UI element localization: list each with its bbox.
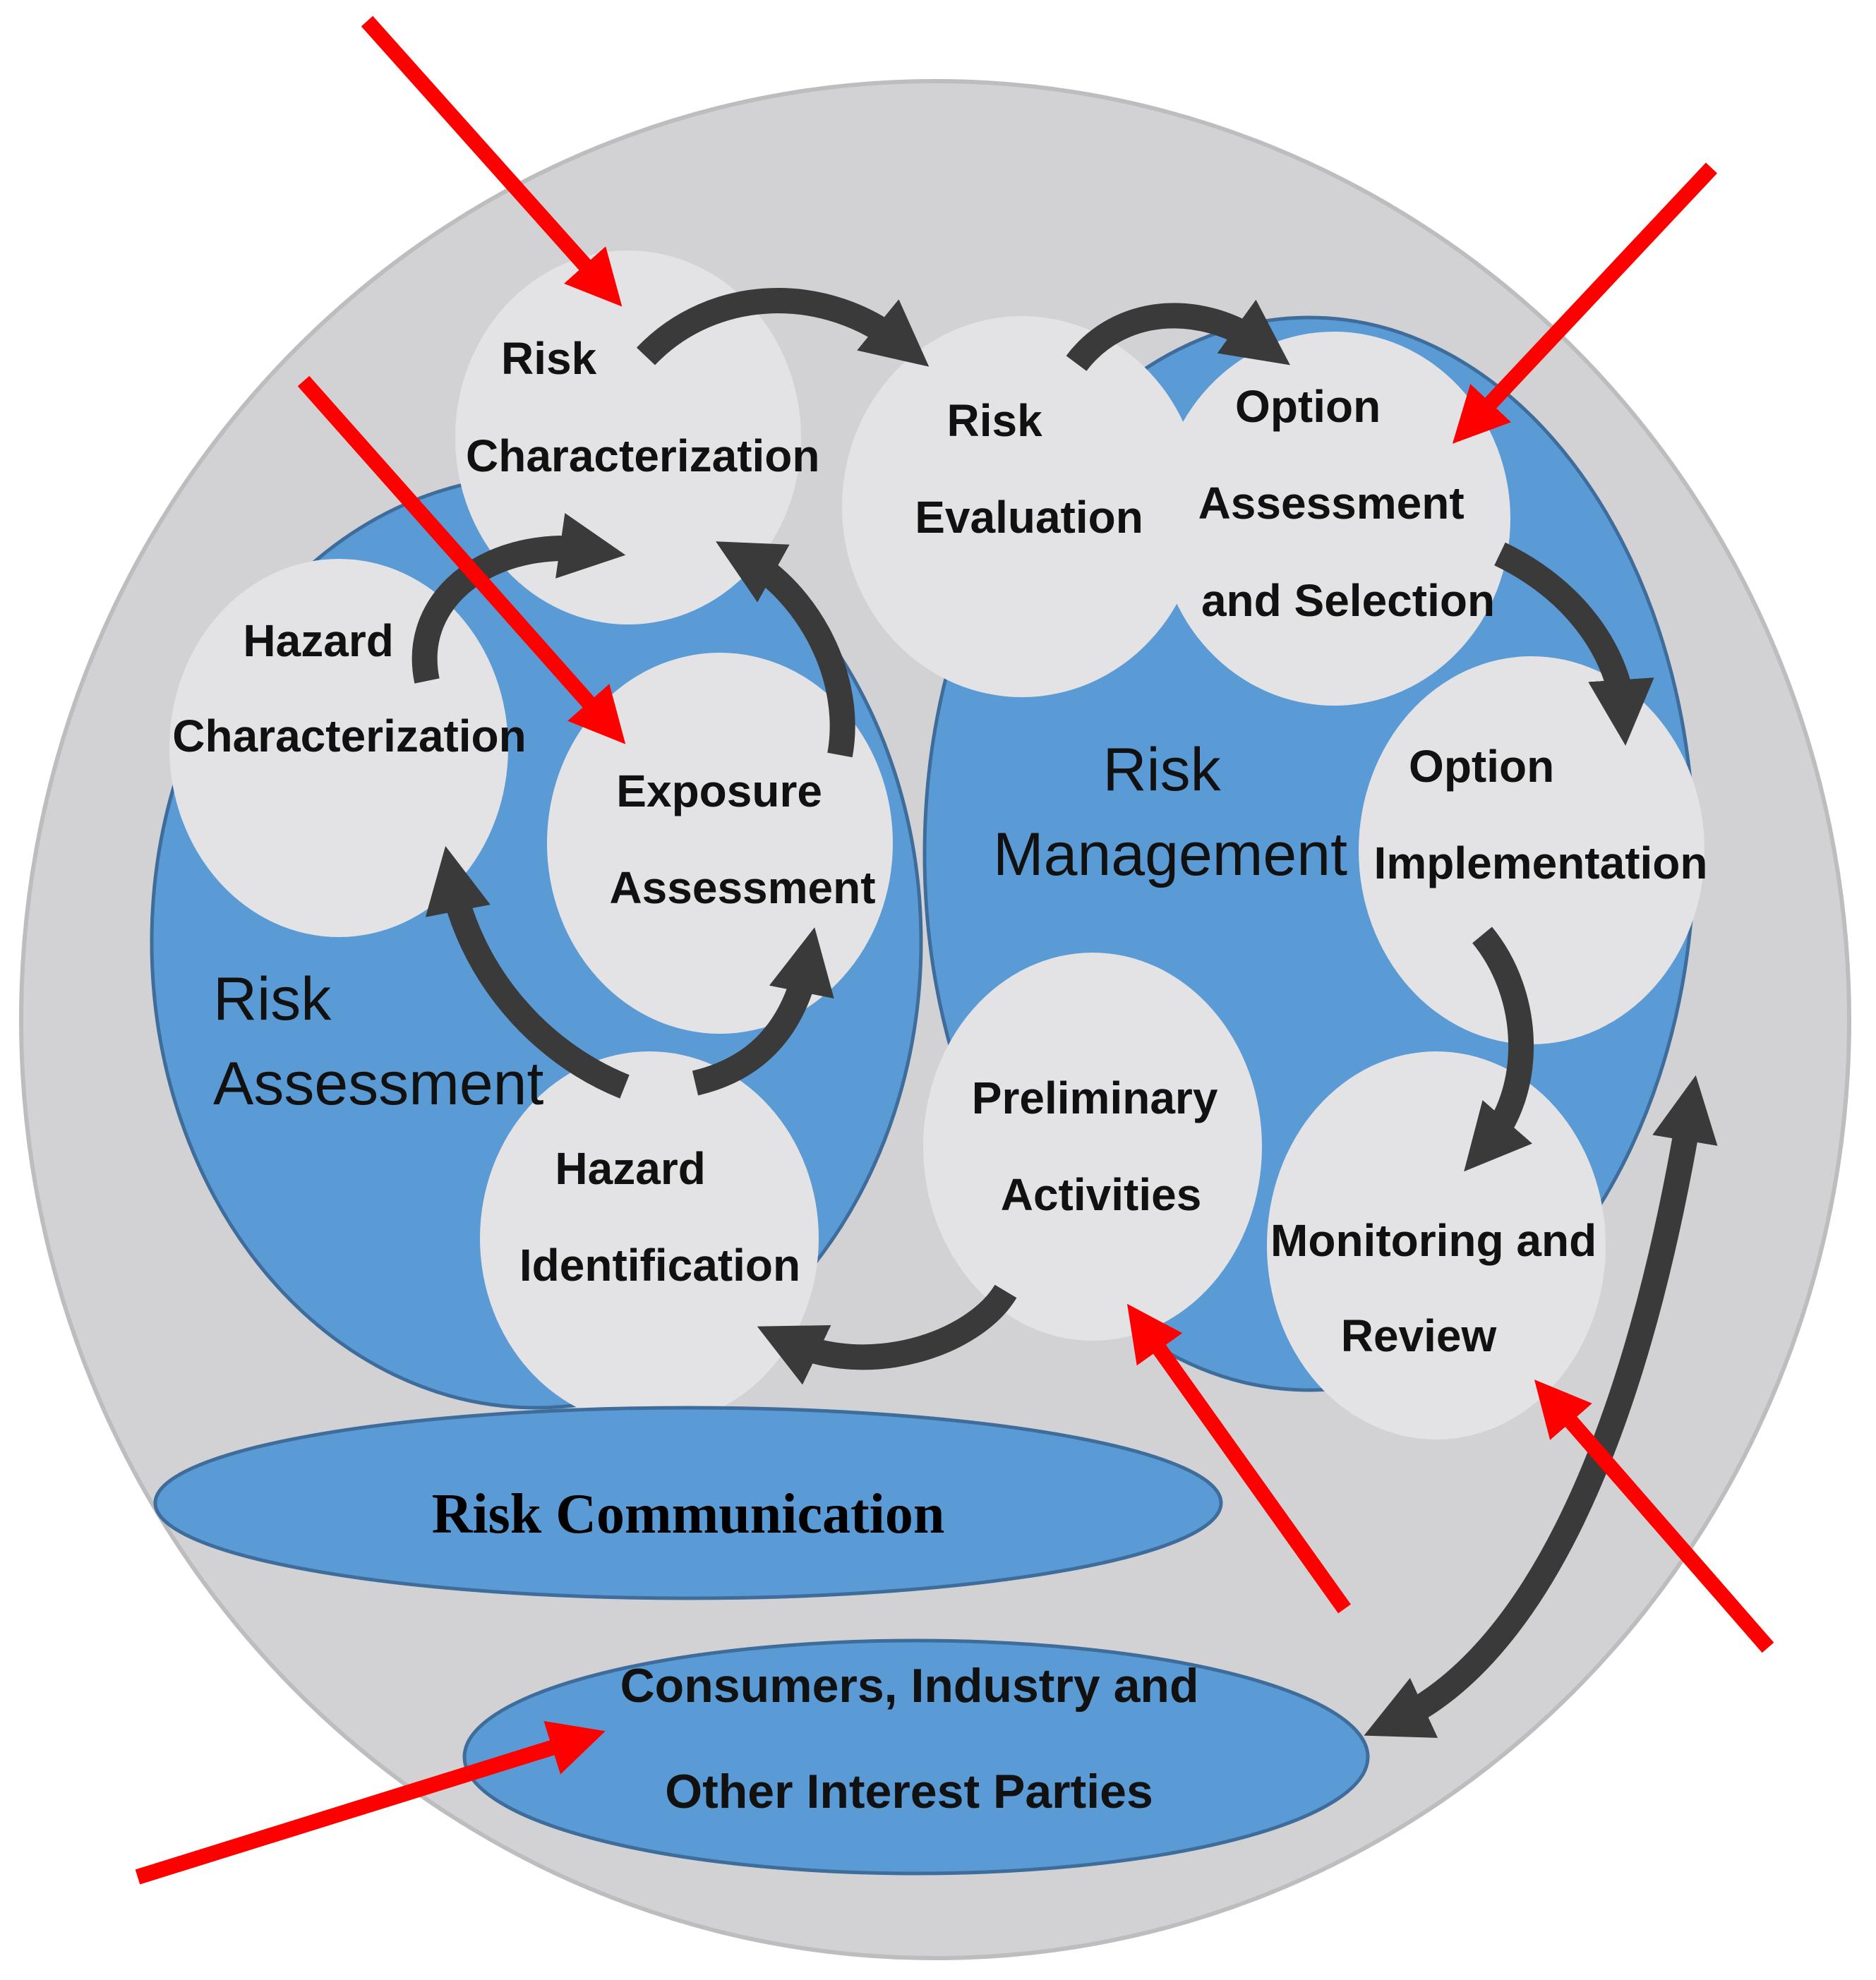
node-preliminary-activities xyxy=(923,953,1262,1341)
arrow-evaluation-to-option-assessment xyxy=(1066,299,1290,372)
arrow-hazard-identification-to-hazard-characterization xyxy=(425,846,630,1099)
risk-evaluation-label: Risk Evaluation xyxy=(915,395,1143,543)
red-arrow-stakeholders xyxy=(135,1720,606,1885)
risk-management-label: Risk Management xyxy=(993,736,1347,888)
node-hazard-identification xyxy=(480,1051,819,1425)
red-arrow-preliminary-activities xyxy=(1127,1303,1351,1614)
red-arrow-risk-characterization xyxy=(361,16,623,307)
option-assessment-label: Option Assessment and Selection xyxy=(1198,381,1495,626)
monitoring-review-label: Monitoring and Review xyxy=(1270,1215,1609,1361)
arrow-exposure-to-risk-characterization xyxy=(716,541,855,758)
node-option-assessment xyxy=(1158,332,1510,706)
arrow-preliminary-to-hazard-identification xyxy=(757,1284,1017,1385)
risk-assessment-label: Risk Assessment xyxy=(213,965,543,1118)
hazard-characterization-label: Hazard Characterization xyxy=(172,615,526,761)
arrow-stakeholders-management-exchange xyxy=(1364,1075,1718,1738)
risk-communication-label: Risk Communication xyxy=(432,1483,945,1545)
node-option-implementation xyxy=(1359,656,1704,1044)
highlight-arrows xyxy=(135,16,1774,1885)
stakeholders-label: Consumers, Industry and Other Interest P… xyxy=(620,1659,1213,1818)
preliminary-activities-label: Preliminary Activities xyxy=(972,1073,1230,1220)
node-risk-characterization xyxy=(455,250,801,624)
arrow-option-assessment-to-implementation xyxy=(1494,542,1654,746)
node-risk-evaluation xyxy=(842,316,1202,697)
arrow-hazard-identification-to-exposure xyxy=(692,927,834,1096)
flow-arrows xyxy=(411,288,1718,1738)
hazard-identification-label: Hazard Identification xyxy=(519,1143,800,1291)
arrow-characterization-to-evaluation xyxy=(636,288,930,367)
red-arrow-monitoring-review xyxy=(1534,1380,1774,1653)
option-implementation-label: Option Implementation xyxy=(1374,741,1708,888)
red-arrow-exposure-assessment xyxy=(297,375,626,744)
stakeholders-ellipse xyxy=(462,1638,1370,1876)
exposure-assessment-label: Exposure Assessment xyxy=(609,766,875,913)
red-arrow-option-assessment xyxy=(1452,162,1718,444)
risk-communication-ellipse xyxy=(153,1406,1223,1600)
risk-characterization-label: Risk Characterization xyxy=(466,333,819,481)
arrow-hazard-characterization-to-risk-characterization xyxy=(411,513,626,684)
